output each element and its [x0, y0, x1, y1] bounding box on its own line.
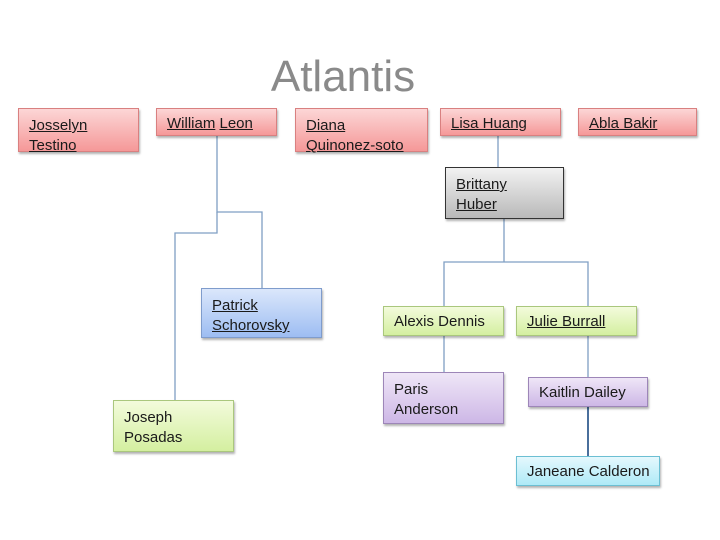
- name-text: Kaitlin Dailey: [539, 384, 626, 401]
- name-link[interactable]: Schorovsky: [212, 317, 290, 334]
- node-alexis-dennis: Alexis Dennis: [383, 306, 504, 336]
- name-link[interactable]: Abla Bakir: [589, 115, 658, 132]
- line-william-patrick: [216, 136, 263, 288]
- name-text: Joseph: [124, 409, 173, 426]
- name-link[interactable]: Lisa Huang: [451, 115, 527, 132]
- name-link[interactable]: Huber: [456, 196, 497, 213]
- node-julie-burrall[interactable]: Julie Burrall: [516, 306, 637, 336]
- node-william-leon[interactable]: William Leon: [156, 108, 277, 136]
- name-link[interactable]: Diana: [306, 117, 346, 134]
- name-text: Anderson: [394, 401, 459, 418]
- name-link[interactable]: Patrick: [212, 297, 258, 314]
- node-janeane-calderon: Janeane Calderon: [516, 456, 660, 486]
- name-link[interactable]: Leon: [219, 115, 253, 132]
- name-link[interactable]: Testino: [29, 137, 77, 154]
- name-link[interactable]: Julie Burrall: [527, 313, 606, 330]
- name-link[interactable]: Quinonez-soto: [306, 137, 404, 154]
- name-text: Janeane Calderon: [527, 463, 650, 480]
- name-text: Paris: [394, 381, 429, 398]
- line-brittany-team: [443, 219, 589, 306]
- node-lisa-huang[interactable]: Lisa Huang: [440, 108, 561, 136]
- node-abla-bakir[interactable]: Abla Bakir: [578, 108, 697, 136]
- name-text: Alexis Dennis: [394, 313, 485, 330]
- name-text: Posadas: [124, 429, 183, 446]
- chart-title: Atlantis: [270, 52, 416, 101]
- node-kaitlin-dailey: Kaitlin Dailey: [528, 377, 648, 407]
- line-william-joseph: [174, 212, 218, 400]
- name-link[interactable]: Brittany: [456, 176, 507, 193]
- name-link[interactable]: Josselyn: [29, 117, 88, 134]
- name-link[interactable]: William: [167, 115, 216, 132]
